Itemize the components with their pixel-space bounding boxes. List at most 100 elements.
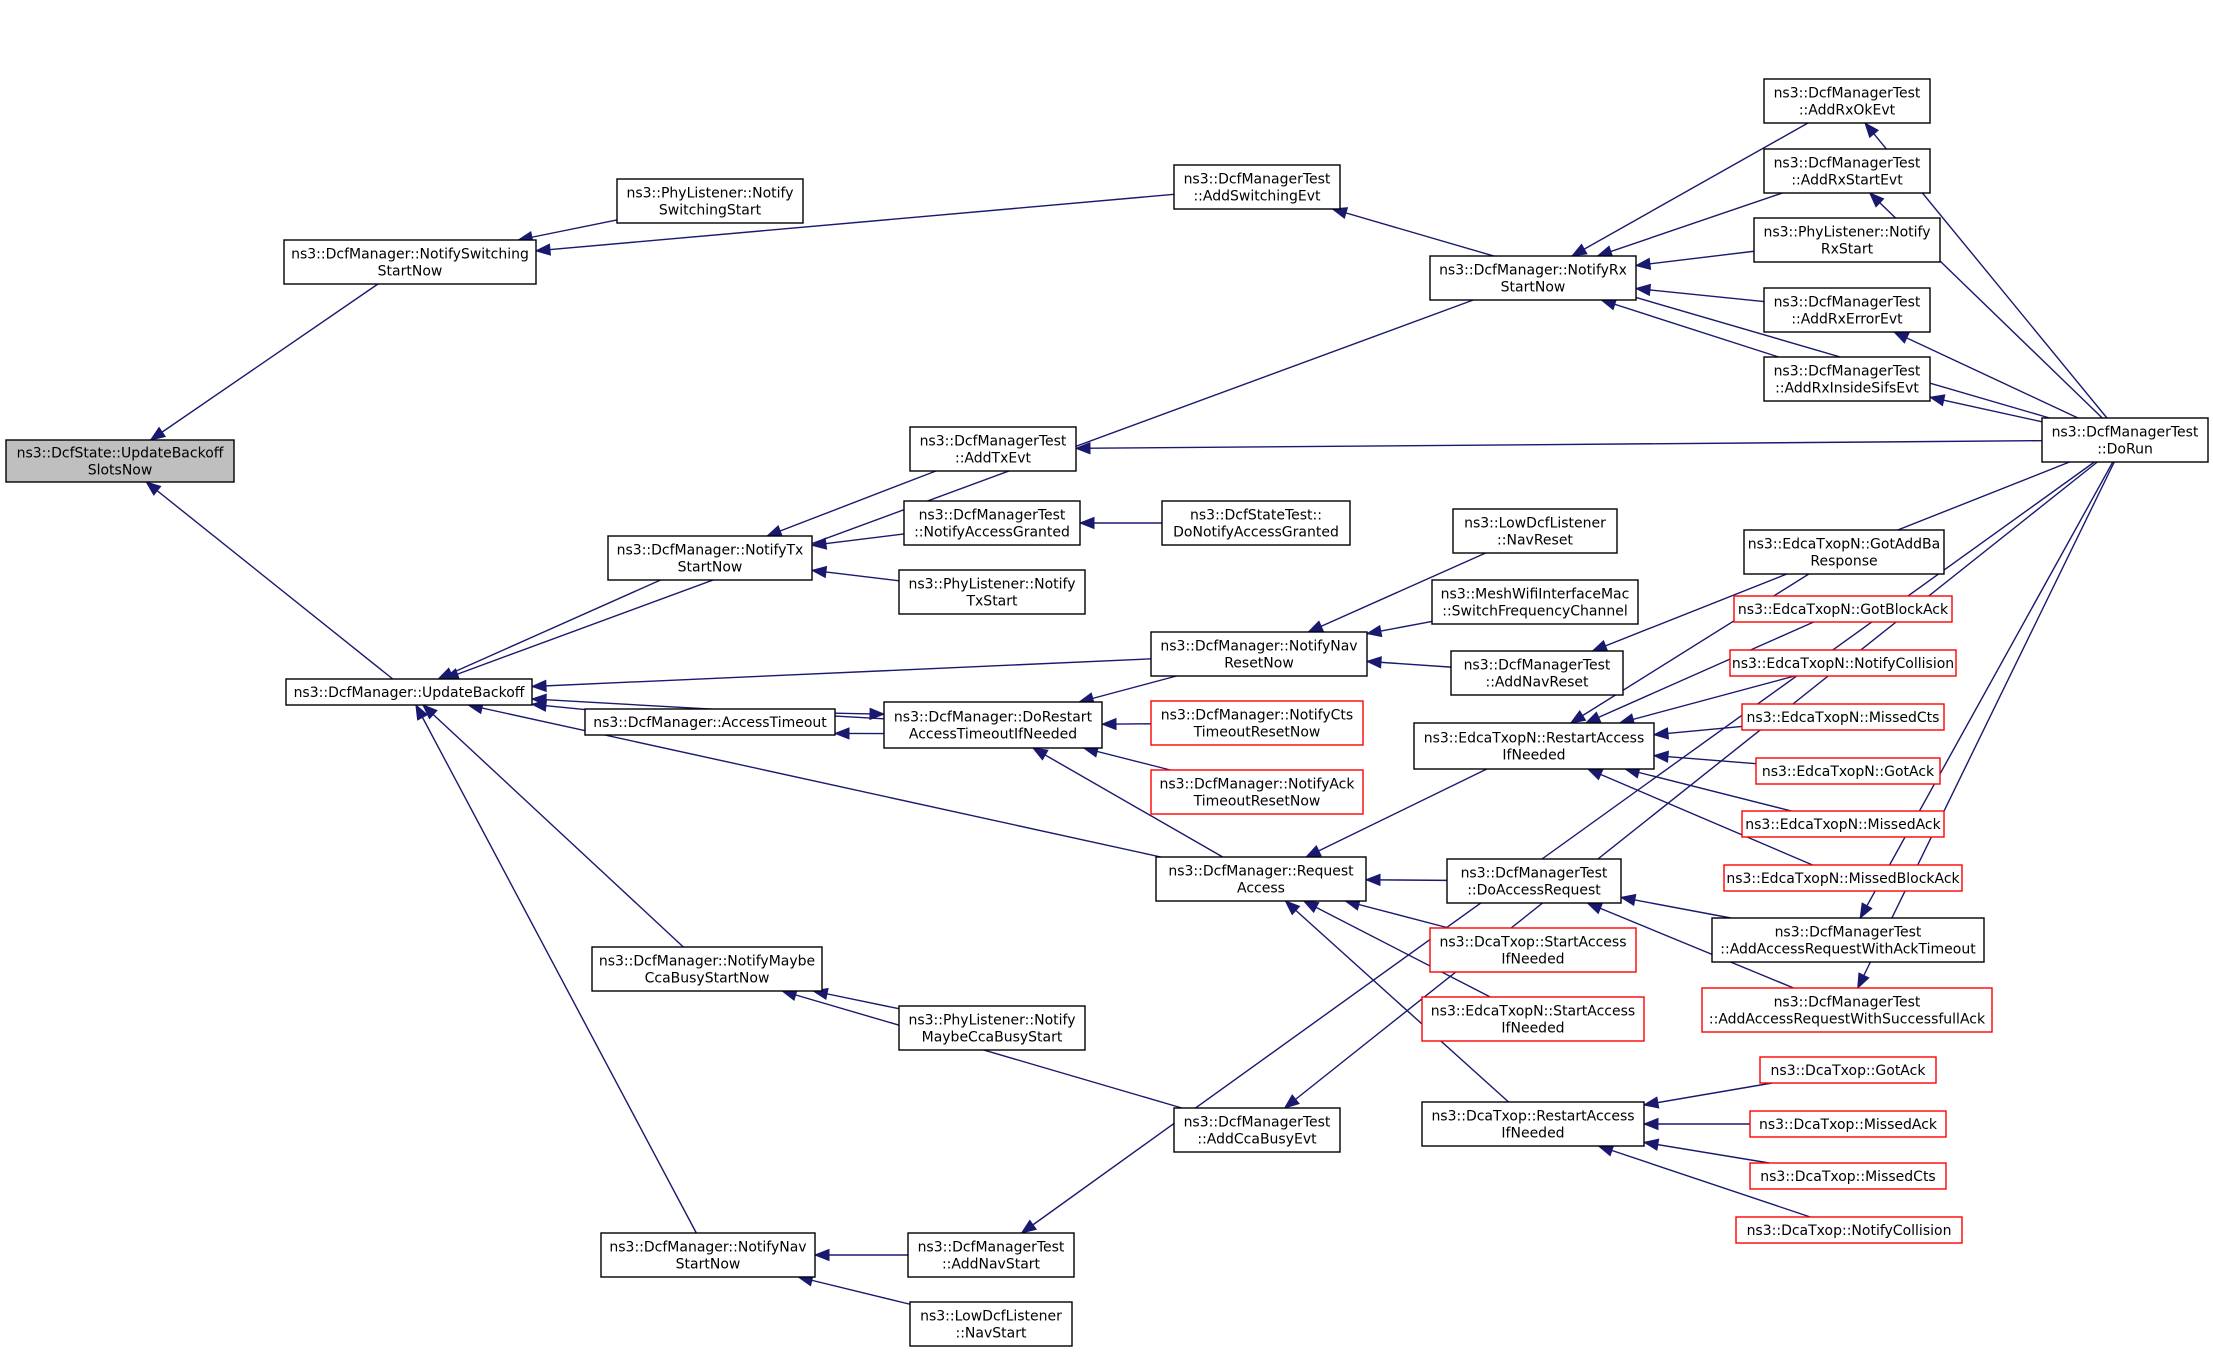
node-label-line: StartNow (1501, 280, 1566, 296)
node-dcatxop-gotack[interactable]: ns3::DcaTxop::GotAck (1759, 1056, 1937, 1084)
edge-arrowhead (1365, 656, 1382, 669)
node-dcatxop-missedcts[interactable]: ns3::DcaTxop::MissedCts (1749, 1162, 1947, 1190)
edge-arrowhead (1283, 1094, 1300, 1109)
node-label-line: ns3::DcfManager::Request (1168, 864, 1354, 880)
node-box (285, 678, 533, 706)
node-box (1150, 769, 1364, 815)
edge-n32-to-n26 (1624, 768, 1792, 812)
node-label-line: ns3::DcfManager::NotifyRx (1439, 263, 1627, 279)
edge-arrowhead (1634, 257, 1652, 270)
edge-arrowhead (1307, 620, 1325, 633)
node-dcfmanagertest-addnavreset[interactable]: ns3::DcfManagerTest::AddNavReset (1450, 650, 1624, 696)
node-dcfmanager-accesstimeout[interactable]: ns3::DcfManager::AccessTimeout (584, 708, 836, 736)
node-dcfmanagertest-addrxokevt[interactable]: ns3::DcfManagerTest::AddRxOkEvt (1763, 78, 1931, 124)
node-label-line: MaybeCcaBusyStart (922, 1030, 1063, 1046)
node-dcfmanagertest-addccabusyevt[interactable]: ns3::DcfManagerTest::AddCcaBusyEvt (1173, 1107, 1341, 1153)
node-dcatxop-missedack[interactable]: ns3::DcaTxop::MissedAck (1749, 1110, 1947, 1138)
node-dcfmanagertest-addswitchingevt[interactable]: ns3::DcfManagerTest::AddSwitchingEvt (1173, 164, 1341, 210)
edge-n43-to-n39 (1598, 1145, 1811, 1218)
node-edcatxopn-notifycollision[interactable]: ns3::EdcaTxopN::NotifyCollision (1729, 649, 1957, 677)
node-label-line: ns3::PhyListener::Notify (626, 186, 793, 202)
node-box (1421, 1101, 1645, 1147)
node-dcfmanagertest-addrxinsidesifsevt[interactable]: ns3::DcfManagerTest::AddRxInsideSifsEvt (1763, 356, 1931, 402)
node-label-line: ns3::EdcaTxopN::MissedCts (1747, 710, 1940, 726)
node-meshwifiinterfacemac-switchfrequencychannel[interactable]: ns3::MeshWifiInterfaceMac::SwitchFrequen… (1431, 579, 1639, 625)
node-label-line: ::DoRun (2097, 442, 2153, 458)
node-dcfstatetest-donotifyaccessgranted[interactable]: ns3::DcfStateTest::DoNotifyAccessGranted (1161, 500, 1351, 546)
node-box (1753, 217, 1941, 263)
node-dcfmanager-updatebackoff[interactable]: ns3::DcfManager::UpdateBackoff (285, 678, 533, 706)
node-phylistener-notifymaybeccabusystart[interactable]: ns3::PhyListener::NotifyMaybeCcaBusyStar… (898, 1005, 1086, 1051)
edge-n40-to-n39 (1643, 1082, 1773, 1106)
node-dcfmanagertest-dorun[interactable]: ns3::DcfManagerTest::DoRun (2041, 417, 2209, 463)
edge-n5-to-n4 (437, 579, 661, 680)
node-edcatxopn-missedblockack[interactable]: ns3::EdcaTxopN::MissedBlockAck (1723, 864, 1963, 892)
edge-n47-to-n4 (415, 704, 697, 1234)
node-dcfmanagertest-doaccessrequest[interactable]: ns3::DcfManagerTest::DoAccessRequest (1446, 858, 1622, 904)
node-edcatxopn-gotblockack[interactable]: ns3::EdcaTxopN::GotBlockAck (1733, 595, 1953, 623)
edge-arrowhead (1020, 1219, 1038, 1234)
node-box (1763, 287, 1931, 333)
node-box (1755, 757, 1941, 785)
node-dcfmanagertest-notifyaccessgranted[interactable]: ns3::DcfManagerTest::NotifyAccessGranted (903, 500, 1081, 546)
node-label-line: ns3::DcaTxop::RestartAccess (1431, 1109, 1634, 1125)
node-box (1763, 356, 1931, 402)
node-dcfmanager-dorestartaccesstimeoutifneeded[interactable]: ns3::DcfManager::DoRestartAccessTimeoutI… (883, 701, 1103, 749)
edge-n42-to-n39 (1643, 1141, 1770, 1164)
node-edcatxopn-gotack[interactable]: ns3::EdcaTxopN::GotAck (1755, 757, 1941, 785)
edge-n24-to-n46 (1284, 461, 2098, 1109)
node-label-line: ns3::DcaTxop::NotifyCollision (1747, 1223, 1952, 1239)
edge-arrowhead (1031, 747, 1049, 761)
node-label-line: ns3::DcfManager::NotifySwitching (291, 247, 529, 263)
node-box (5, 439, 235, 483)
edge-arrowhead (810, 565, 828, 579)
edge-arrowhead (833, 727, 850, 740)
node-dcfmanager-notifyacktimeoutresetnow[interactable]: ns3::DcfManager::NotifyAckTimeoutResetNo… (1150, 769, 1364, 815)
node-box (607, 535, 813, 581)
edge-n7-to-n5 (811, 533, 905, 547)
node-dcfmanager-notifyctstimeoutresetnow[interactable]: ns3::DcfManager::NotifyCtsTimeoutResetNo… (1150, 700, 1364, 746)
node-dcfmanagertest-addnavstart[interactable]: ns3::DcfManagerTest::AddNavStart (907, 1232, 1075, 1278)
node-box (1161, 500, 1351, 546)
node-label-line: ns3::DcfManager::DoRestart (894, 710, 1093, 726)
edge-arrowhead (530, 679, 547, 693)
node-edcatxopn-missedcts[interactable]: ns3::EdcaTxopN::MissedCts (1741, 703, 1945, 731)
node-label-line: ns3::PhyListener::Notify (908, 1013, 1075, 1029)
node-box (584, 708, 836, 736)
node-dcfmanagertest-addaccessrequestwithacktimeout[interactable]: ns3::DcfManagerTest::AddAccessRequestWit… (1711, 917, 1985, 963)
edge-n37-to-n25 (1345, 900, 1449, 929)
node-dcatxop-notifycollision[interactable]: ns3::DcaTxop::NotifyCollision (1735, 1216, 1963, 1244)
node-edcatxopn-missedack[interactable]: ns3::EdcaTxopN::MissedAck (1741, 810, 1945, 838)
node-box (898, 569, 1086, 615)
edge-n1-to-n0 (150, 283, 379, 441)
node-lowdcflistener-navstart[interactable]: ns3::LowDcfListener::NavStart (909, 1301, 1073, 1347)
edge-n26-to-n25 (1305, 768, 1488, 858)
node-box (1150, 631, 1368, 677)
node-box (1155, 856, 1367, 902)
node-label-line: ::AddNavReset (1486, 675, 1589, 691)
node-dcfmanager-notifymaybeccabusystartnow[interactable]: ns3::DcfManager::NotifyMaybeCcaBusyStart… (591, 946, 823, 992)
node-dcfmanagertest-addrxerrorevt[interactable]: ns3::DcfManagerTest::AddRxErrorEvt (1763, 287, 1931, 333)
node-label-line: ns3::EdcaTxopN::NotifyCollision (1732, 656, 1954, 672)
edge-arrowhead (1302, 900, 1320, 914)
node-dcfmanagertest-addtxevt[interactable]: ns3::DcfManagerTest::AddTxEvt (909, 426, 1077, 472)
node-dcfmanagertest-addrxstartevt[interactable]: ns3::DcfManagerTest::AddRxStartEvt (1763, 148, 1931, 194)
node-lowdcflistener-navreset[interactable]: ns3::LowDcfListener::NavReset (1452, 508, 1618, 554)
edge-n24-to-n3 (1332, 208, 2050, 419)
node-dcfmanagertest-addaccessrequestwithsuccessfullack[interactable]: ns3::DcfManagerTest::AddAccessRequestWit… (1701, 987, 1993, 1033)
